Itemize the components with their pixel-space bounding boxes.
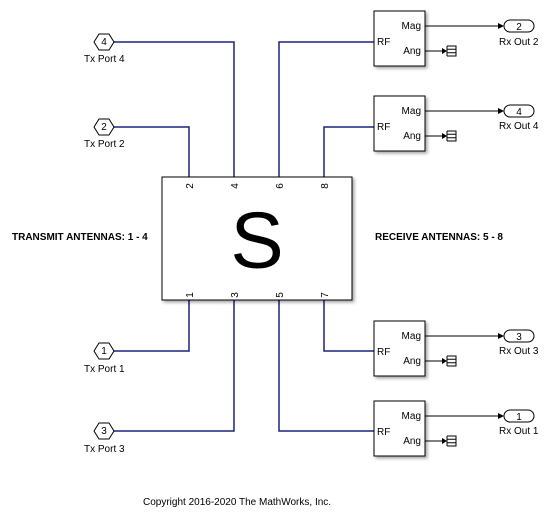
terminator-icon[interactable] <box>446 355 457 367</box>
s-block-symbol: S <box>230 196 283 285</box>
tx-port-4-number: 4 <box>101 37 107 48</box>
tx-port-4-label: Tx Port 4 <box>84 54 125 65</box>
rf-port-label: RF <box>377 122 390 133</box>
rx-outport-number: 2 <box>516 22 522 33</box>
ang-port-label: Ang <box>403 46 421 57</box>
mag-port-label: Mag <box>402 411 421 422</box>
rx-outport[interactable] <box>503 409 535 423</box>
s-parameter-block[interactable]: S 2 4 6 8 1 3 5 7 <box>161 176 353 301</box>
transmit-antennas-label: TRANSMIT ANTENNAS: 1 - 4 <box>12 232 148 243</box>
s-port-label-5: 5 <box>275 292 286 298</box>
terminator-icon[interactable] <box>446 45 457 57</box>
tx-port-1-label: Tx Port 1 <box>84 364 125 375</box>
tx-port-3[interactable]: 3 <box>93 422 115 440</box>
rx-out-1-label: Rx Out 1 <box>499 426 539 437</box>
tx-port-1[interactable]: 1 <box>93 342 115 360</box>
tx-port-3-label: Tx Port 3 <box>84 444 125 455</box>
rx-outport[interactable] <box>503 104 535 118</box>
signal-line-tx2[interactable] <box>114 126 190 178</box>
signal-line-tx4[interactable] <box>114 41 235 178</box>
arrow-right-icon <box>442 48 447 54</box>
terminator-icon[interactable] <box>446 130 457 142</box>
arrow-right-icon <box>498 333 504 339</box>
rx-outport-number: 1 <box>516 412 522 423</box>
rf-port-label: RF <box>377 37 390 48</box>
s-port-label-1: 1 <box>185 292 196 298</box>
signal-line-rx6[interactable] <box>278 41 374 178</box>
arrow-right-icon <box>498 23 504 29</box>
signal-line-rx8[interactable] <box>323 126 374 178</box>
ang-port-label: Ang <box>403 436 421 447</box>
s-port-label-4: 4 <box>230 183 241 189</box>
ang-port-label: Ang <box>403 131 421 142</box>
rx-outport[interactable] <box>503 19 535 33</box>
signal-line-tx3[interactable] <box>114 300 235 432</box>
terminator-icon[interactable] <box>446 435 457 447</box>
rx-out-2-label: Rx Out 2 <box>499 37 539 48</box>
s-port-label-7: 7 <box>320 292 331 298</box>
tx-port-4[interactable]: 4 <box>93 33 115 51</box>
mag-port-label: Mag <box>402 21 421 32</box>
arrow-right-icon <box>442 133 447 139</box>
rf-port-label: RF <box>377 427 390 438</box>
signal-line-tx1[interactable] <box>114 300 190 352</box>
rf-port-label: RF <box>377 347 390 358</box>
tx-port-2[interactable]: 2 <box>93 118 115 136</box>
rx-outport-number: 3 <box>516 332 522 343</box>
arrow-right-icon <box>498 108 504 114</box>
tx-port-1-number: 1 <box>101 346 107 357</box>
receive-antennas-label: RECEIVE ANTENNAS: 5 - 8 <box>375 232 503 243</box>
rx-outport[interactable] <box>503 329 535 343</box>
arrow-right-icon <box>498 413 504 419</box>
tx-port-2-number: 2 <box>101 122 107 133</box>
ang-port-label: Ang <box>403 356 421 367</box>
s-port-label-6: 6 <box>275 183 286 189</box>
rx-outport-number: 4 <box>516 107 522 118</box>
mag-port-label: Mag <box>402 331 421 342</box>
tx-port-2-label: Tx Port 2 <box>84 139 125 150</box>
s-port-label-3: 3 <box>230 292 241 298</box>
copyright-text: Copyright 2016-2020 The MathWorks, Inc. <box>143 497 332 508</box>
arrow-right-icon <box>442 358 447 364</box>
rx-out-3-label: Rx Out 3 <box>499 346 539 357</box>
s-port-label-8: 8 <box>320 183 331 189</box>
arrow-right-icon <box>442 438 447 444</box>
tx-port-3-number: 3 <box>101 426 107 437</box>
rx-out-4-label: Rx Out 4 <box>499 121 539 132</box>
mag-port-label: Mag <box>402 106 421 117</box>
signal-line-rx5[interactable] <box>278 300 374 432</box>
signal-line-rx7[interactable] <box>323 300 374 352</box>
s-port-label-2: 2 <box>185 183 196 189</box>
